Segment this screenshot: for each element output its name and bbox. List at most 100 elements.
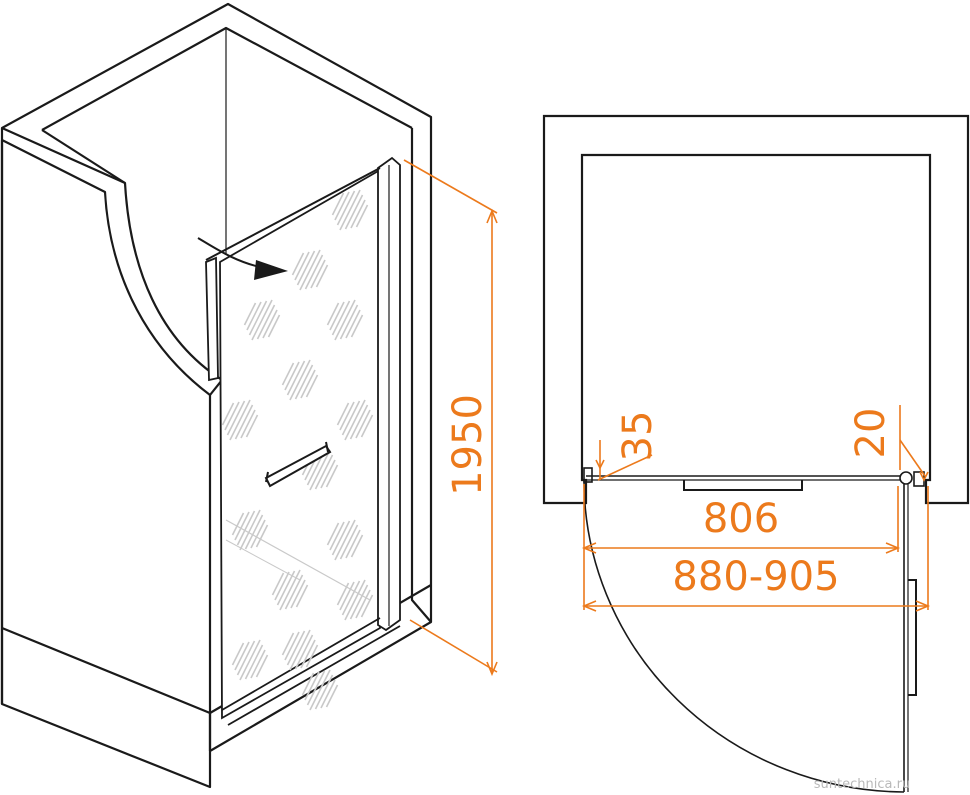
wall-cutaway-curve [1, 126, 224, 397]
glass-hatch-stroke [274, 571, 290, 601]
glass-hatch-stroke [320, 459, 336, 489]
glass-hatch-stroke [246, 301, 262, 331]
glass-hatch-stroke [255, 654, 269, 678]
glass-hatch-stroke [350, 534, 364, 558]
height-arrow-bottom [486, 661, 498, 677]
glass-hatch-stroke [309, 449, 331, 491]
glass-hatch-stroke [286, 360, 306, 396]
glass-hatch-stroke [331, 520, 351, 556]
glass-hatch-stroke [244, 644, 264, 680]
height-label: 1950 [445, 394, 491, 496]
glass-hatch-stroke [306, 670, 326, 706]
glass-hatch-stroke [295, 584, 309, 608]
glass-hatch-stroke [304, 254, 324, 290]
glass-hatch-stroke [350, 199, 366, 229]
glass-hatch-stroke [294, 364, 314, 400]
arrow-806-left [581, 542, 597, 554]
glass-hatch-stroke [294, 634, 314, 670]
watermark: suntechnica.ru [814, 777, 910, 792]
glass-hatch-stroke [281, 632, 295, 656]
glass-hatch-stroke [229, 399, 251, 441]
swing-arrow [197, 237, 288, 280]
glass-hatch-stroke [339, 189, 361, 231]
glass-hatch-stroke [326, 302, 340, 326]
plan-dimensions [581, 405, 931, 612]
wall-profile-left [205, 256, 219, 382]
plan-handle-open [908, 579, 917, 696]
glass-hatch-stroke [339, 524, 359, 560]
glass-hatch-stroke [234, 511, 250, 541]
glass-hatch-stroke [331, 300, 351, 336]
plan-hinge [899, 471, 913, 485]
door-handle [264, 444, 332, 488]
glass-hatch-stroke [325, 684, 339, 708]
arrow-880-left [581, 600, 597, 612]
glass-hatch-stroke [239, 509, 261, 551]
arrow-35 [595, 459, 605, 470]
wall-inner-left [41, 129, 126, 184]
glass-hatch-stroke [325, 464, 339, 488]
glass-hatch-stroke [320, 679, 336, 709]
height-dimension [403, 159, 498, 677]
label-35: 35 [615, 411, 661, 462]
glass-hatch-stroke [276, 570, 296, 606]
glass-hatch-stroke [236, 510, 256, 546]
glass-hatch-stroke [221, 402, 235, 426]
glass-hatch-stroke [355, 204, 369, 228]
glass-hatch-stroke [240, 409, 256, 439]
glass-hatch-stroke [284, 574, 304, 610]
glass-hatch-stroke [271, 572, 285, 596]
glass-hatch-stroke [344, 194, 364, 230]
glass-hatch-stroke [304, 671, 320, 701]
glass-hatch-stroke [256, 304, 276, 340]
glass-hatch-stroke [279, 569, 301, 611]
glass-hatch-stroke [231, 642, 245, 666]
plan-wall-outer [542, 114, 970, 505]
height-ext-top [403, 159, 498, 214]
glass-hatch-stroke [291, 252, 305, 276]
glass-hatch-stroke [345, 529, 361, 559]
glass-hatch-stroke [310, 259, 326, 289]
glass-hatch-stroke [355, 409, 371, 439]
arrow-20 [919, 471, 929, 482]
glass-hatch-stroke [315, 264, 329, 288]
arrow-880-right [915, 600, 931, 612]
glass-hatch-stroke [305, 644, 319, 668]
glass-hatch-stroke [336, 190, 356, 226]
glass-hatch-stroke [234, 404, 254, 440]
glass-hatch-stroke [339, 581, 355, 611]
plan-handle [683, 480, 803, 491]
glass-hatch-stroke [245, 414, 259, 438]
glass-hatch-stroke [289, 359, 311, 401]
label-806: 806 [703, 496, 779, 542]
glass-hatch-stroke [344, 399, 366, 441]
glass-hatch-stroke [334, 299, 356, 341]
glass-hatch-stroke [284, 631, 300, 661]
glass-area [219, 168, 381, 720]
glass-hatch-stroke [360, 594, 374, 618]
glass-hatch-stroke [329, 521, 345, 551]
glass-hatch-stroke [341, 400, 361, 436]
glass-hatch-stroke [267, 314, 281, 338]
glass-hatch-stroke [300, 639, 316, 669]
glass-hatch-stroke [250, 519, 266, 549]
glass-hatch-stroke [336, 582, 350, 606]
glass-hatch-stroke [243, 302, 257, 326]
glass-hatch-stroke [284, 361, 300, 391]
glass-hatch-stroke [299, 249, 321, 291]
glass-hatch-stroke [339, 401, 355, 431]
glass-hatch-stroke [301, 672, 315, 696]
height-arrow-top [486, 208, 498, 224]
bottom-rail [221, 617, 401, 726]
glass-hatch-stroke [314, 454, 334, 490]
glass-hatch-stroke [290, 579, 306, 609]
glass-hatch-stroke [244, 514, 264, 550]
plan-view [542, 114, 970, 793]
glass-hatch-stroke [236, 640, 256, 676]
glass-hatch-stroke [250, 649, 266, 679]
glass-hatch-stroke [341, 580, 361, 616]
glass-hatch-stroke [231, 512, 245, 536]
glass-hatch-stroke [294, 251, 310, 281]
glass-hatch-stroke [355, 589, 371, 619]
glass-hatch-stroke [334, 519, 356, 561]
